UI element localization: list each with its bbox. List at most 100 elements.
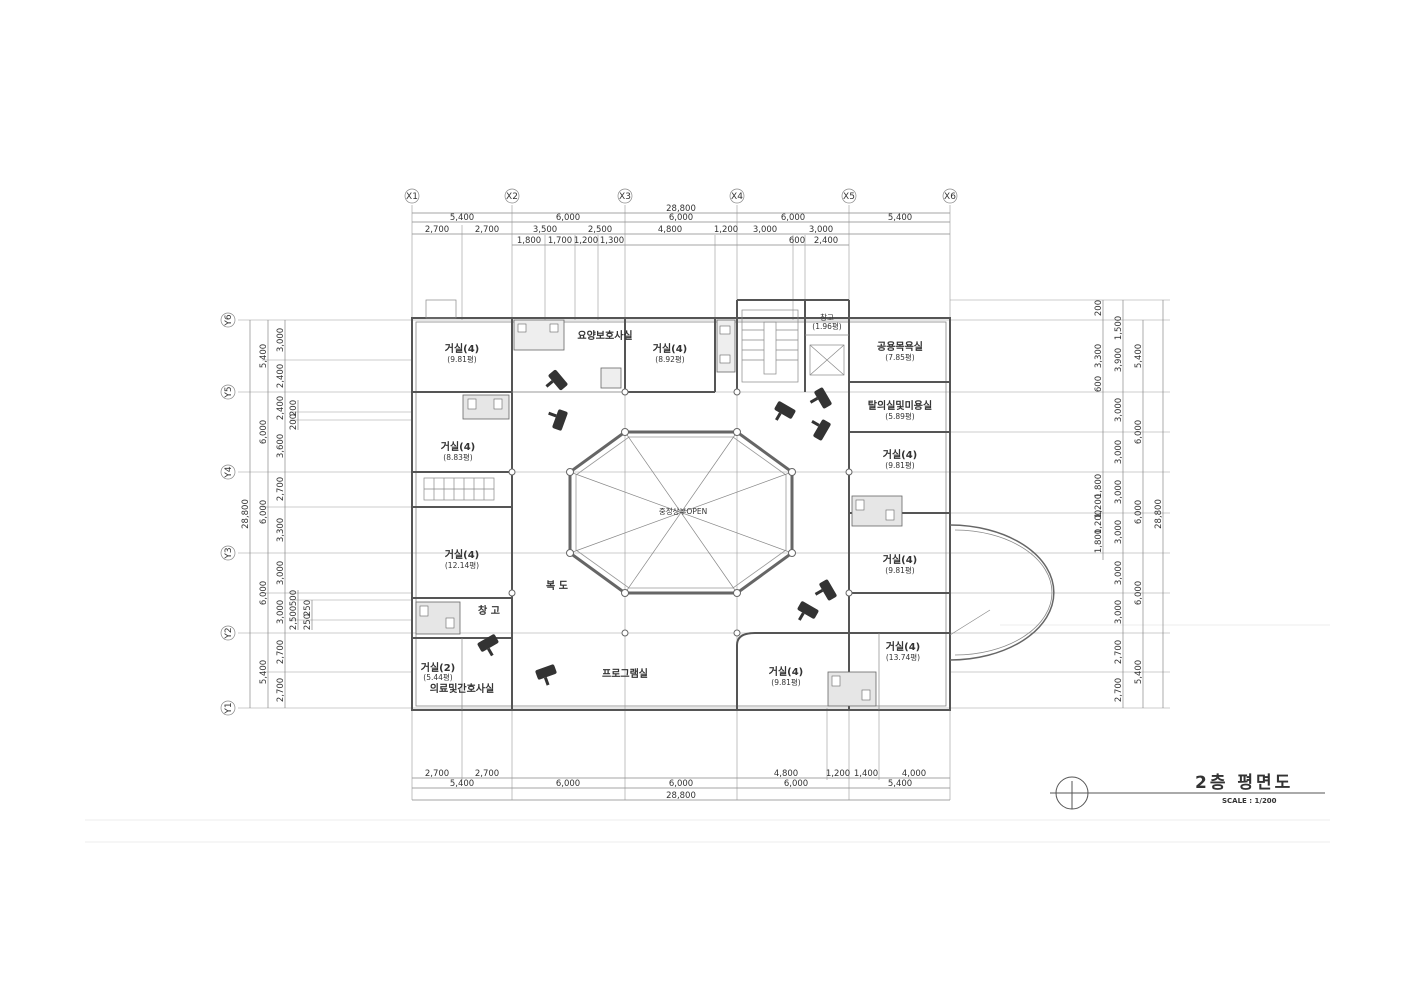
svg-text:200: 200 bbox=[289, 414, 299, 430]
bottom-dimensions: 2,700 2,700 4,800 1,200 1,400 4,000 5,40… bbox=[412, 769, 950, 801]
svg-text:2,500: 2,500 bbox=[588, 225, 612, 235]
svg-text:4,000: 4,000 bbox=[902, 769, 926, 779]
cctv-camera-icon bbox=[548, 409, 568, 431]
cctv-camera-icon bbox=[797, 601, 819, 621]
svg-text:2,700: 2,700 bbox=[425, 769, 449, 779]
room-area: (12.14평) bbox=[445, 560, 479, 570]
svg-text:1,200: 1,200 bbox=[714, 225, 738, 235]
room-area: (5.89평) bbox=[885, 411, 915, 421]
svg-text:6,000: 6,000 bbox=[556, 213, 580, 223]
room-label: 거실(4) bbox=[445, 548, 480, 561]
svg-text:2,400: 2,400 bbox=[276, 364, 286, 388]
room-label: 창 고 bbox=[478, 604, 500, 617]
svg-text:3,600: 3,600 bbox=[276, 434, 286, 458]
svg-text:6,000: 6,000 bbox=[259, 500, 269, 524]
svg-text:600: 600 bbox=[789, 236, 805, 246]
svg-text:Y2: Y2 bbox=[224, 627, 234, 639]
svg-text:1,800: 1,800 bbox=[1094, 529, 1104, 553]
svg-text:3,000: 3,000 bbox=[1114, 600, 1124, 624]
svg-text:5,400: 5,400 bbox=[450, 213, 474, 223]
room-label: 거실(2) bbox=[421, 661, 456, 674]
svg-text:5,400: 5,400 bbox=[888, 213, 912, 223]
svg-text:250: 250 bbox=[303, 600, 313, 616]
svg-text:1,200: 1,200 bbox=[574, 236, 598, 246]
svg-text:6,000: 6,000 bbox=[1134, 420, 1144, 444]
svg-text:2,700: 2,700 bbox=[475, 225, 499, 235]
stair-core-icon bbox=[741, 309, 799, 383]
svg-text:6,000: 6,000 bbox=[259, 581, 269, 605]
room-label: 공용목욕실 bbox=[877, 340, 923, 353]
svg-text:28,800: 28,800 bbox=[1154, 499, 1164, 529]
svg-text:Y1: Y1 bbox=[224, 702, 234, 714]
grid-x3-icon: X3 bbox=[617, 188, 633, 204]
svg-text:6,000: 6,000 bbox=[669, 779, 693, 789]
svg-text:X2: X2 bbox=[506, 192, 518, 202]
svg-text:1,800: 1,800 bbox=[517, 236, 541, 246]
room-label: 거실(4) bbox=[653, 342, 688, 355]
toilet-icon bbox=[600, 367, 622, 389]
svg-text:3,000: 3,000 bbox=[1114, 561, 1124, 585]
room-label: 거실(4) bbox=[883, 448, 918, 461]
toilet-icon bbox=[827, 671, 877, 707]
svg-text:X1: X1 bbox=[406, 192, 418, 202]
grid-y4-icon: Y4 bbox=[220, 464, 236, 480]
room-area: (1.96평) bbox=[812, 321, 842, 331]
svg-text:1,200: 1,200 bbox=[826, 769, 850, 779]
cctv-camera-icon bbox=[477, 634, 499, 657]
north-arrow-icon bbox=[1050, 776, 1095, 810]
svg-text:X6: X6 bbox=[944, 192, 956, 202]
cctv-camera-icon bbox=[535, 664, 557, 686]
svg-text:3,000: 3,000 bbox=[276, 561, 286, 585]
svg-text:3,300: 3,300 bbox=[1094, 344, 1104, 368]
svg-text:3,000: 3,000 bbox=[276, 600, 286, 624]
svg-text:3,000: 3,000 bbox=[809, 225, 833, 235]
room-label: 거실(4) bbox=[883, 553, 918, 566]
svg-text:2,500: 2,500 bbox=[289, 606, 299, 630]
svg-text:250: 250 bbox=[303, 614, 313, 630]
title-block: 2층 평면도 SCALE : 1/200 bbox=[1050, 773, 1325, 810]
svg-text:200: 200 bbox=[1094, 300, 1104, 316]
room-label: 의료및간호사실 bbox=[430, 682, 494, 695]
stair-icon bbox=[423, 477, 495, 501]
room-area: (9.81평) bbox=[885, 460, 915, 470]
svg-text:6,000: 6,000 bbox=[259, 420, 269, 444]
room-label: 탈의실및미용실 bbox=[868, 399, 932, 412]
grid-y3-icon: Y3 bbox=[220, 545, 236, 561]
svg-text:1,500: 1,500 bbox=[1114, 316, 1124, 340]
svg-text:5,400: 5,400 bbox=[888, 779, 912, 789]
grid-x5-icon: X5 bbox=[841, 188, 857, 204]
toilet-icon bbox=[415, 601, 461, 635]
svg-text:5,400: 5,400 bbox=[259, 660, 269, 684]
grid-x6-icon: X6 bbox=[942, 188, 958, 204]
drawing-title: 2층 평면도 bbox=[1195, 773, 1293, 793]
svg-text:X5: X5 bbox=[843, 192, 855, 202]
svg-text:3,000: 3,000 bbox=[1114, 480, 1124, 504]
svg-text:3,000: 3,000 bbox=[753, 225, 777, 235]
grid-y6-icon: Y6 bbox=[220, 312, 236, 328]
toilet-icon bbox=[513, 319, 565, 351]
svg-text:6,000: 6,000 bbox=[1134, 581, 1144, 605]
atrium-octagon bbox=[508, 388, 853, 637]
cctv-camera-icon bbox=[814, 579, 837, 601]
svg-text:3,900: 3,900 bbox=[1114, 348, 1124, 372]
svg-text:6,000: 6,000 bbox=[556, 779, 580, 789]
svg-text:3,500: 3,500 bbox=[533, 225, 557, 235]
atrium-label: 중정상부OPEN bbox=[659, 506, 707, 516]
svg-text:Y6: Y6 bbox=[224, 314, 234, 326]
svg-text:1,200: 1,200 bbox=[1094, 510, 1104, 534]
right-dimensions: 28,800 5,400 6,000 6,000 6,000 5,400 1,5… bbox=[1094, 300, 1164, 708]
room-label: 거실(4) bbox=[441, 440, 476, 453]
svg-text:1,800: 1,800 bbox=[1094, 474, 1104, 498]
cctv-camera-icon bbox=[774, 401, 796, 421]
svg-text:3,000: 3,000 bbox=[1114, 440, 1124, 464]
svg-text:6,000: 6,000 bbox=[1134, 500, 1144, 524]
drawing-scale: SCALE : 1/200 bbox=[1222, 797, 1277, 805]
svg-text:6,000: 6,000 bbox=[784, 779, 808, 789]
corridor-label: 복 도 bbox=[546, 580, 568, 592]
svg-text:2,700: 2,700 bbox=[475, 769, 499, 779]
svg-text:4,800: 4,800 bbox=[658, 225, 682, 235]
top-dimensions: 28,800 5,400 6,000 6,000 6,000 5,400 2,7… bbox=[412, 204, 950, 246]
room-labels: 거실(4) (9.81평) 요양보호사실 거실(4) (8.92평) 창고 (1… bbox=[421, 313, 932, 695]
svg-text:2,700: 2,700 bbox=[1114, 640, 1124, 664]
